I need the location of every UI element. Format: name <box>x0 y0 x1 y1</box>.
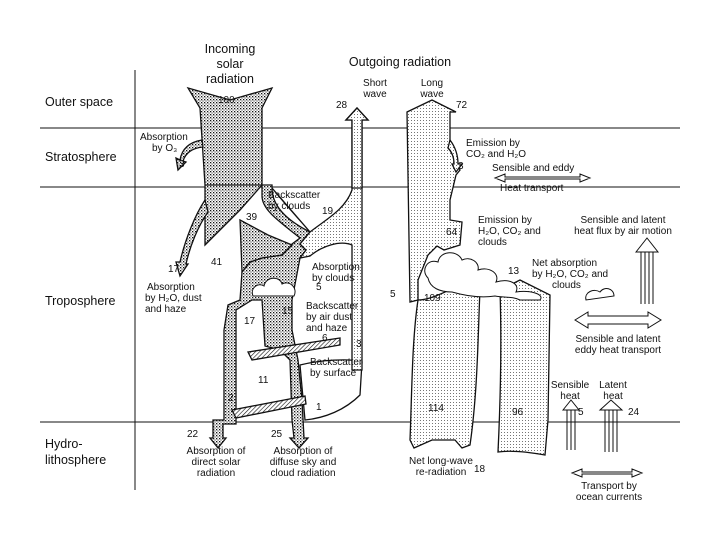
value-diffuse: 25 <box>271 429 283 440</box>
label-sensible-eddy: Sensible and eddy <box>492 163 575 174</box>
value-41: 41 <box>211 257 223 268</box>
latent-heat-arrow <box>598 399 624 452</box>
layer-troposphere: Troposphere <box>45 294 116 308</box>
value-emission-strat: 3 <box>458 161 464 172</box>
eddy-transport-arrow <box>574 311 662 329</box>
solar-main-body <box>205 184 312 450</box>
cloud-left <box>251 277 296 297</box>
longwave-flow <box>406 99 551 456</box>
value-15: 15 <box>282 306 294 317</box>
value-1: 1 <box>316 402 322 413</box>
value-11: 11 <box>258 375 269 386</box>
transport-arrows <box>493 173 662 478</box>
value-ozone: 3 <box>179 159 185 170</box>
value-96: 96 <box>512 407 524 418</box>
surface-backscatter-loop <box>299 359 363 421</box>
value-backscatter-clouds: 19 <box>322 206 334 217</box>
value-long-wave: 72 <box>456 100 468 111</box>
value-short-wave: 28 <box>336 100 348 111</box>
value-absorb-clouds: 5 <box>316 282 322 293</box>
value-109: 109 <box>424 293 441 304</box>
value-17b: 17 <box>244 316 256 327</box>
value-troposphere-lw: 5 <box>390 289 396 300</box>
value-net-abs: 13 <box>508 266 520 277</box>
ocean-transport-arrow <box>570 468 644 478</box>
ozone-branch <box>175 139 204 172</box>
stratosphere-emission-branch <box>447 138 464 174</box>
value-latent: 24 <box>628 407 640 418</box>
clouds <box>251 252 615 301</box>
header-incoming: Incoming solar radiation <box>204 42 256 86</box>
short-wave-arrow <box>344 107 370 189</box>
air-dust-band <box>247 337 341 361</box>
value-direct: 22 <box>187 429 199 440</box>
backscatter-flow <box>271 107 370 371</box>
cloud-right <box>424 252 542 301</box>
cloud-absorption-band <box>239 218 294 274</box>
incoming-solar-flow <box>175 86 363 450</box>
value-39: 39 <box>246 212 258 223</box>
value-114: 114 <box>428 403 444 414</box>
layer-stratosphere: Stratosphere <box>45 150 117 164</box>
value-net-lw: 18 <box>474 464 486 475</box>
h2o-dust-branch <box>175 198 209 278</box>
layer-hydro-1: Hydro- <box>45 437 83 451</box>
label-heat-transport: Heat transport <box>500 183 564 194</box>
value-incoming: 100 <box>218 95 235 106</box>
cloud-far-right <box>585 288 615 301</box>
net-longwave-body <box>409 284 481 449</box>
strat-transport-arrow <box>493 173 592 183</box>
value-air-dust: 6 <box>322 333 328 344</box>
value-emission-trop: 64 <box>446 227 458 238</box>
value-h2o-dust: 17 <box>168 264 180 275</box>
value-sensible: 5 <box>578 407 584 418</box>
surface-band <box>231 395 307 419</box>
layer-hydro-2: lithosphere <box>45 453 107 467</box>
value-surface: 3 <box>356 339 362 350</box>
value-2: 2 <box>228 393 234 404</box>
sensible-heat-arrow <box>561 399 581 450</box>
air-motion-arrow <box>634 237 660 304</box>
header-outgoing: Outgoing radiation <box>348 55 452 69</box>
upward-longwave-body <box>497 279 551 456</box>
layer-outer-space: Outer space <box>45 95 114 109</box>
